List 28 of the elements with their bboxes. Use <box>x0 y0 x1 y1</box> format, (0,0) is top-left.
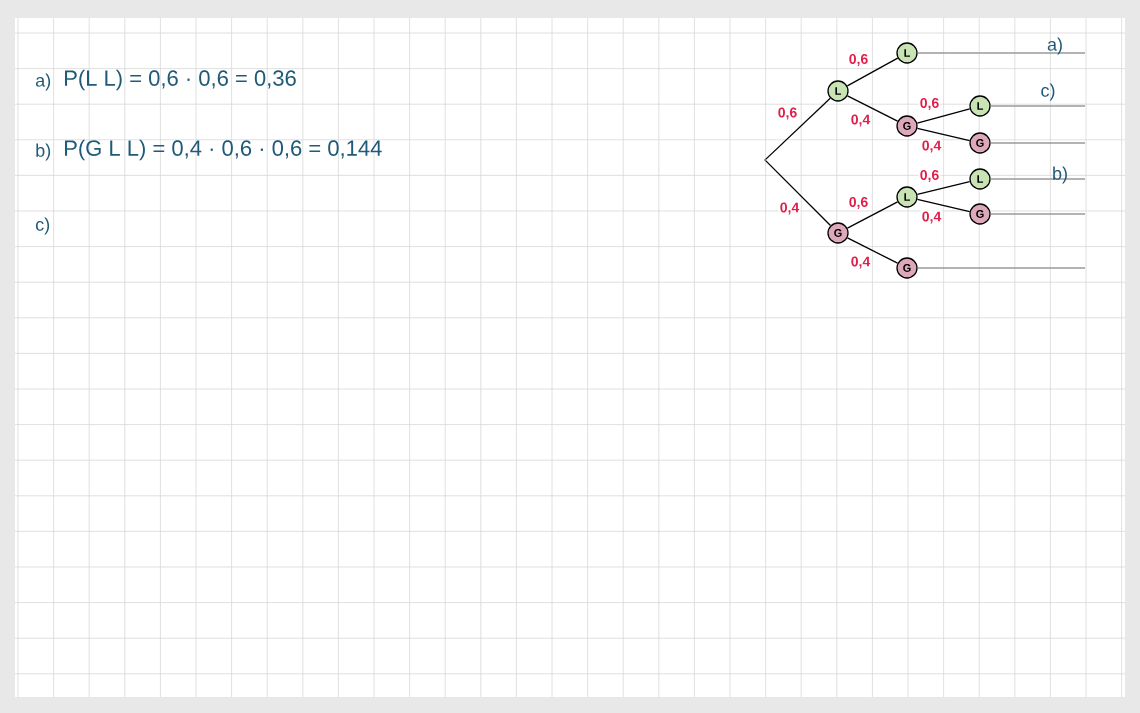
outcome-line <box>990 105 1086 107</box>
probability-formula: P(L L) = 0,6 · 0,6 = 0,36 <box>65 69 296 91</box>
mark-letter: b) <box>1053 166 1067 184</box>
mark-letter: a) <box>35 73 51 91</box>
branch-line <box>765 160 832 227</box>
mark-letter: c) <box>35 217 50 235</box>
branch-line <box>846 237 899 264</box>
branch-line <box>916 180 971 196</box>
branch-line <box>846 201 899 229</box>
edge-label: 0,6 <box>918 169 941 183</box>
mark-letter: c) <box>1041 83 1055 101</box>
probability-formula: P(G L L) = 0,4 · 0,6 · 0,6 = 0,144 <box>65 139 382 161</box>
branch-line <box>916 198 971 213</box>
outcome-line <box>990 213 1086 215</box>
branch-line <box>846 95 899 122</box>
outcome-line <box>917 52 1086 54</box>
edge-label: 0,6 <box>918 97 941 111</box>
branch-line <box>916 108 971 124</box>
mark-letter: b) <box>36 143 51 161</box>
outcome-line <box>990 178 1086 180</box>
edge-label: 0,6 <box>847 196 870 210</box>
outcome-line <box>990 142 1086 144</box>
edge-label: 0,6 <box>847 53 870 67</box>
outcome-line <box>917 267 1086 269</box>
branch-line <box>916 127 971 142</box>
branch-line <box>846 57 899 87</box>
branch-line <box>765 97 831 161</box>
mark-letter: a) <box>1047 37 1062 55</box>
